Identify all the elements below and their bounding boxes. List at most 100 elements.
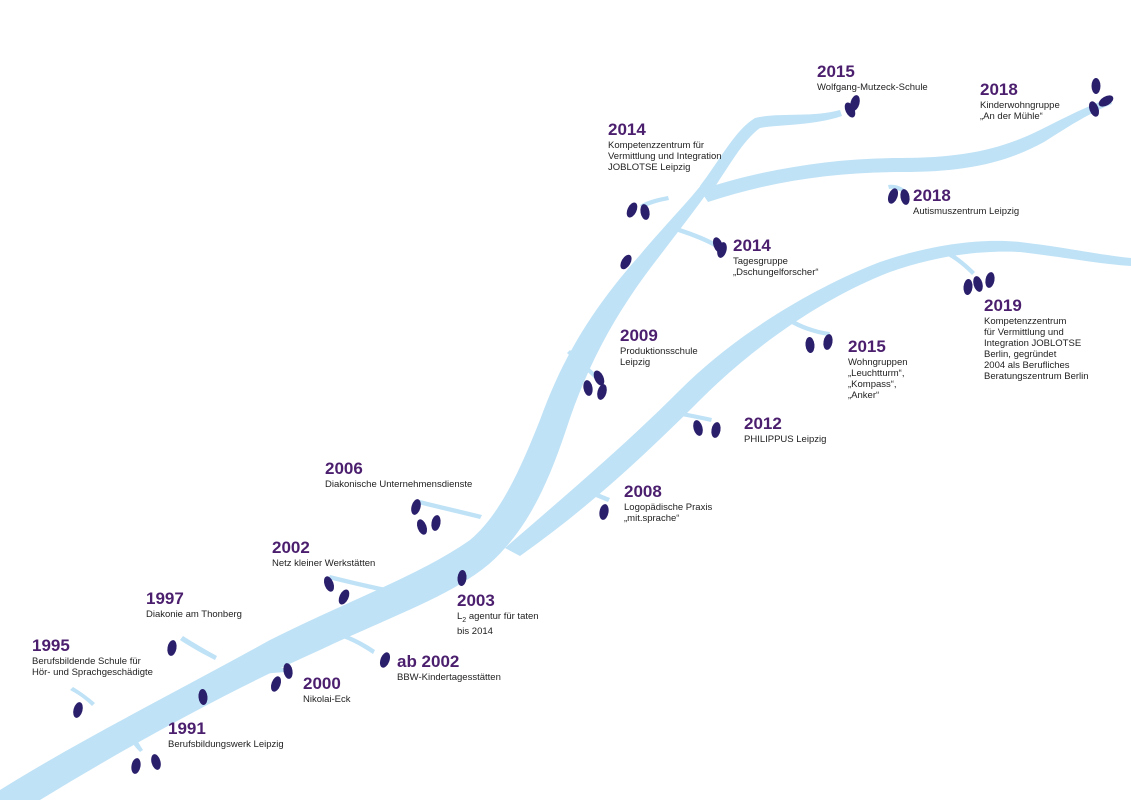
leaf-icon [693,420,703,436]
event-year: 2014 [608,120,646,139]
twig [329,630,375,654]
twig [240,668,285,675]
event-year: 2018 [913,186,951,205]
leaf-icon [323,576,335,592]
text-prefix: L [457,611,463,622]
event-text: Wohngruppen „Leuchtturm“, „Kompass“, „An… [848,357,908,401]
event-text: PHILIPPUS Leipzig [744,434,827,445]
event-2003: 2003 L2 agentur für taten bis 2014 [457,591,539,637]
twig [328,575,395,594]
event-text: Netz kleiner Werkstätten [272,558,376,569]
leaf-icon [620,254,632,270]
event-text: Kompetenzzentrum für Vermittlung und Int… [984,316,1089,382]
event-year: 2015 [848,337,886,356]
event-year: 2003 [457,591,495,610]
leaf-icon [640,204,650,220]
event-text: Logopädische Praxis „mit.sprache“ [624,502,713,524]
event-year: 1995 [32,636,70,655]
leaf-icon [431,515,441,531]
event-text: Berufsbildungswerk Leipzig [168,739,284,750]
event-1991: 1991 Berufsbildungswerk Leipzig [168,719,284,750]
leaf-icon [593,370,605,386]
main-trunk [0,180,712,800]
branch-2018 [700,98,1112,202]
event-2006: 2006 Diakonische Unternehmensdienste [325,459,472,490]
event-year: 2002 [272,538,310,557]
event-2019: 2019 Kompetenzzentrum für Vermittlung un… [984,296,1089,382]
twig [663,408,712,422]
event-text: Autismuszentrum Leipzig [913,206,1020,217]
twig [70,687,95,706]
twig [948,252,975,275]
event-text: Produktionsschule Leipzig [620,346,698,368]
leaf-icon [167,640,177,656]
twig [567,350,600,381]
twig [678,228,720,249]
event-year: 2018 [980,80,1018,99]
event-2015-wohngruppen: 2015 Wohngruppen „Leuchtturm“, „Kompass“… [848,337,908,401]
leaf-icon [717,242,727,258]
leaf-icon [583,380,593,396]
leaf-icon [850,95,860,111]
leaf-icon [151,754,161,770]
event-text: Diakonische Unternehmensdienste [325,479,473,490]
event-text: BBW-Kindertagesstätten [397,672,501,683]
leaf-icon [823,334,833,350]
leaf-icon [1091,78,1101,94]
event-year: 2019 [984,296,1022,315]
leaf-icon [73,702,83,718]
event-text: Kompetenzzentrum für Vermittlung und Int… [608,140,722,173]
event-2014-tagesgruppe: 2014 Tagesgruppe „Dschungelforscher“ [733,236,819,278]
leaf-icon [1098,95,1114,107]
leaf-icon [131,758,141,774]
event-year: 2012 [744,414,782,433]
event-year: 2009 [620,326,658,345]
leaf-icon [900,189,910,205]
text-rest: agentur für taten bis 2014 [457,611,539,637]
event-year: 2015 [817,62,855,81]
twig [180,636,217,660]
event-year: 2000 [303,674,341,693]
twig [418,500,482,519]
event-year: 2008 [624,482,662,501]
leaf-icon [599,504,609,520]
leaf-icon [283,663,293,679]
event-1995: 1995 Berufsbildende Schule für Hör- und … [32,636,153,678]
leaf-icon [973,276,983,292]
event-year: 2014 [733,236,771,255]
event-text: Nikolai-Eck [303,694,351,705]
event-2015-schule: 2015 Wolfgang-Mutzeck-Schule [817,62,928,93]
leaf-icon [457,570,467,586]
leaf-icon [338,589,350,605]
event-ab-2002: ab 2002 BBW-Kindertagesstätten [397,652,501,683]
event-year: 1997 [146,589,184,608]
branch-2019 [505,240,1131,556]
event-2000: 2000 Nikolai-Eck [303,674,351,705]
leaf-icon [270,676,282,692]
event-2008: 2008 Logopädische Praxis „mit.sprache“ [624,482,712,524]
event-year: 2006 [325,459,363,478]
event-year: 1991 [168,719,206,738]
event-1997: 1997 Diakonie am Thonberg [146,589,242,620]
twig [788,318,830,336]
event-2012: 2012 PHILIPPUS Leipzig [744,414,826,445]
leaf-icon [963,279,973,295]
leaf-icon [416,519,428,535]
event-text: Tagesgruppe „Dschungelforscher“ [733,256,819,278]
leaf-icon [1088,101,1100,117]
leaf-icon [198,689,208,705]
leaf-icon [379,652,391,668]
event-text: Diakonie am Thonberg [146,609,242,620]
event-year: ab 2002 [397,652,460,671]
event-2018-autismus: 2018 Autismuszentrum Leipzig [913,186,1019,217]
leaf-icon [626,202,638,218]
text-subscript: 2 [462,616,467,624]
event-2002: 2002 Netz kleiner Werkstätten [272,538,375,569]
event-text: Berufsbildende Schule für Hör- und Sprac… [32,656,153,678]
leaf-icon [411,499,421,515]
event-2018-kinderwohngruppe: 2018 Kinderwohngruppe „An der Mühle“ [980,80,1060,122]
leaf-icon [805,337,815,353]
event-text: Kinderwohngruppe „An der Mühle“ [980,100,1060,122]
twig [640,196,669,209]
